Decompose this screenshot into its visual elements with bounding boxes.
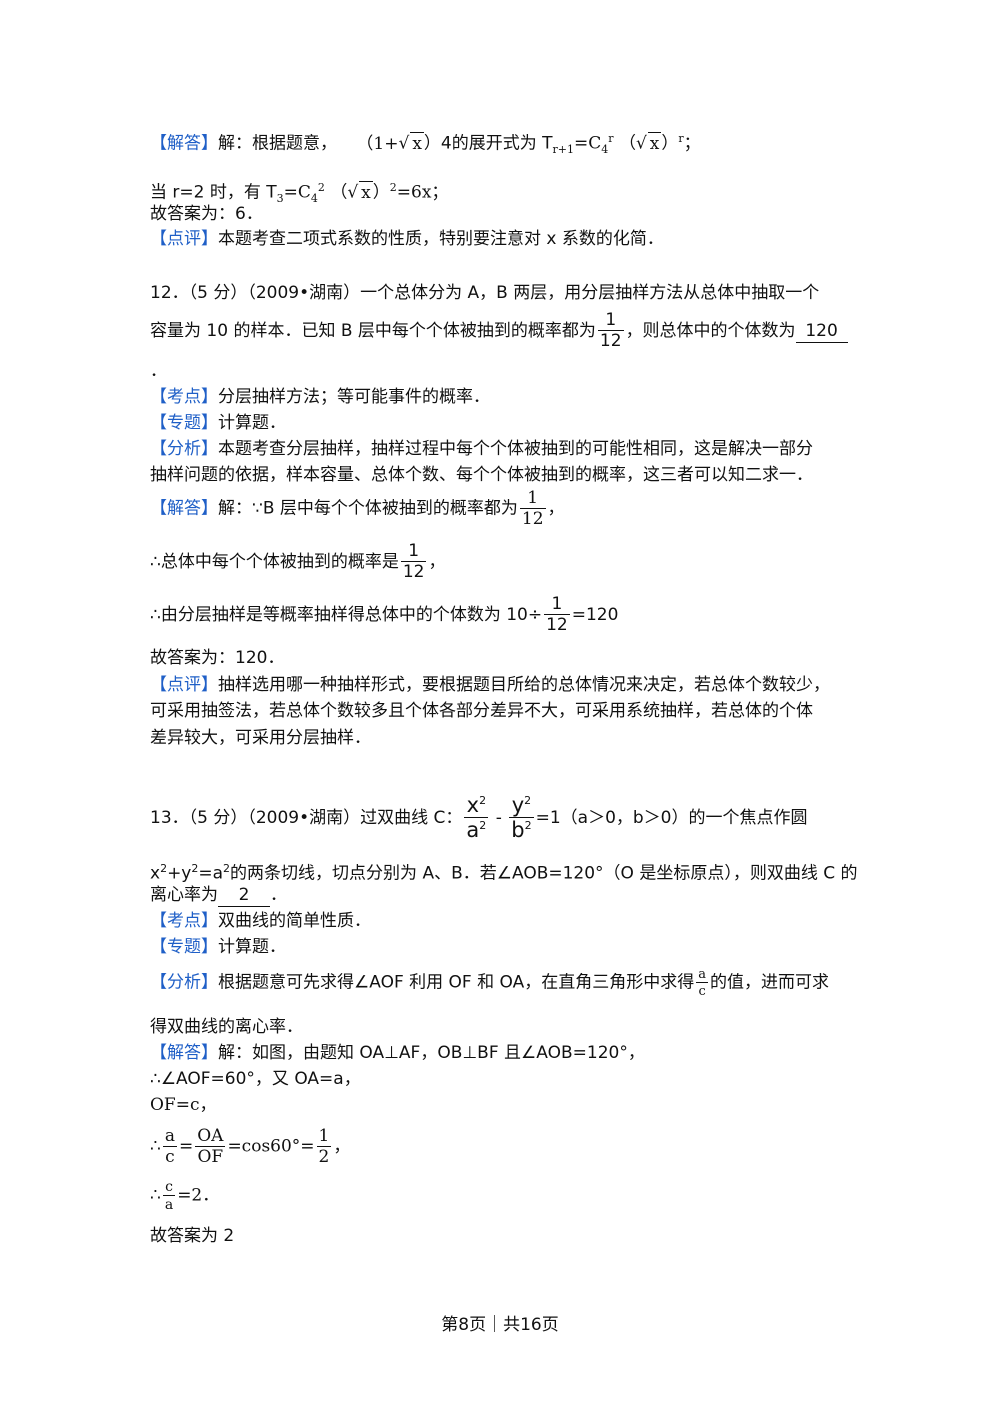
q13-fenxi-2: 得双曲线的离心率． bbox=[150, 1017, 303, 1037]
sqrt-icon: √ bbox=[347, 182, 359, 203]
q12-dianping-3: 差异较大，可采用分层抽样． bbox=[150, 728, 371, 748]
q13-zhuanti: 【专题】计算题． bbox=[150, 937, 286, 957]
q11-line1: 【解答】解：根据题意， （1+√x）4的展开式为 Tr+1=C4r （√x）r； bbox=[150, 131, 701, 157]
q12-fenxi-2: 抽样问题的依据，样本容量、总体个数、每个个体被抽到的概率，这三者可以知二求一． bbox=[150, 465, 813, 485]
answer-blank: 120 bbox=[795, 320, 848, 343]
q13-jieda-2: ∴∠AOF=60°，又 OA=a， bbox=[150, 1069, 361, 1089]
q13-stem-line2: x2+y2=a2的两条切线，切点分别为 A、B．若∠AOB=120°（O 是坐标… bbox=[150, 862, 858, 884]
q12-stem-line3: ． bbox=[150, 361, 167, 381]
q13-kaodian: 【考点】双曲线的简单性质． bbox=[150, 911, 371, 931]
sqrt-icon: √ bbox=[398, 133, 410, 154]
q13-jieda-3: OF=c， bbox=[150, 1095, 217, 1115]
q13-answer: 故答案为 2 bbox=[150, 1226, 235, 1246]
q11-line2: 当 r=2 时，有 T3=C42 （√x）2=6x； bbox=[150, 180, 449, 206]
page-footer: 第8页｜共16页 bbox=[441, 1315, 559, 1335]
q12-kaodian: 【考点】分层抽样方法；等可能事件的概率． bbox=[150, 387, 490, 407]
q11-answer: 故答案为：6． bbox=[150, 204, 263, 224]
q12-dianping-1: 【点评】抽样选用哪一种抽样形式，要根据题目所给的总体情况来决定，若总体个数较少， bbox=[150, 675, 830, 695]
q12-stem-line1: 12．（5 分）（2009•湖南）一个总体分为 A，B 两层，用分层抽样方法从总… bbox=[150, 283, 820, 303]
q12-answer: 故答案为：120． bbox=[150, 648, 285, 668]
answer-blank: 2 bbox=[218, 884, 270, 907]
tag-jieda: 【解答】 bbox=[150, 133, 218, 154]
q12-dianping-2: 可采用抽签法，若总体个数较多且个体各部分差异不大，可采用系统抽样，若总体的个体 bbox=[150, 701, 813, 721]
sqrt-icon: √ bbox=[635, 133, 647, 154]
q13-jieda-1: 【解答】解：如图，由题知 OA⊥AF，OB⊥BF 且∠AOB=120°， bbox=[150, 1043, 645, 1063]
q12-fenxi-1: 【分析】本题考查分层抽样，抽样过程中每个个体被抽到的可能性相同，这是解决一部分 bbox=[150, 439, 813, 459]
q12-zhuanti: 【专题】计算题． bbox=[150, 413, 286, 433]
q11-dianping: 【点评】本题考查二项式系数的性质，特别要注意对 x 系数的化简． bbox=[150, 229, 664, 249]
